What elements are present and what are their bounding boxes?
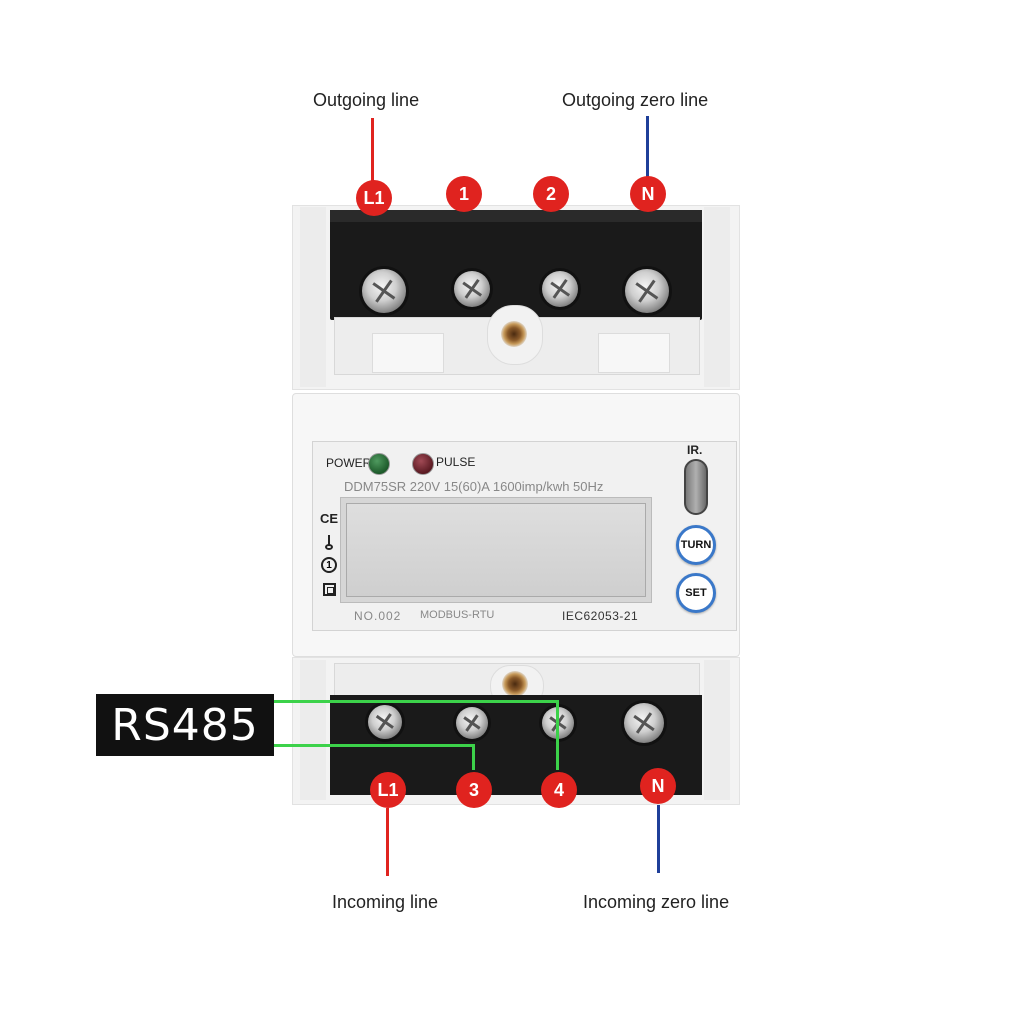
incoming-zero-line-wire	[657, 805, 660, 873]
bottom-terminal-4-badge: 4	[541, 772, 577, 808]
top-cover-tab-right	[598, 333, 670, 373]
outgoing-zero-line-wire	[646, 116, 649, 182]
set-button[interactable]: SET	[676, 573, 716, 613]
bottom-screw-n	[624, 703, 664, 743]
standard-label: IEC62053-21	[562, 609, 639, 623]
top-screw-2	[542, 271, 578, 307]
rs485-label-box: RS485	[96, 694, 274, 756]
incoming-zero-line-caption: Incoming zero line	[583, 892, 730, 912]
rs485-line-b-horizontal	[272, 744, 475, 747]
rs485-line-b-vertical	[472, 744, 475, 770]
upper-side-right	[704, 207, 730, 387]
bottom-terminal-n-badge: N	[640, 768, 676, 804]
meter-body: POWER PULSE DDM75SR 220V 15(60)A 1600imp…	[292, 205, 740, 805]
protocol-label: MODBUS-RTU	[420, 609, 495, 621]
ir-window	[684, 459, 708, 515]
bottom-seal-hole	[502, 671, 528, 697]
top-screw-l1	[362, 269, 406, 313]
top-screw-1	[454, 271, 490, 307]
bottom-terminal-3-badge: 3	[456, 772, 492, 808]
top-terminal-2-badge: 2	[533, 176, 569, 212]
earth-symbol-icon	[324, 535, 334, 551]
incoming-line-caption: Incoming line	[332, 892, 439, 912]
spec-line: DDM75SR 220V 15(60)A 1600imp/kwh 50Hz	[344, 479, 604, 494]
lower-side-right	[704, 660, 730, 800]
rs485-label: RS485	[111, 699, 259, 751]
lower-side-left	[300, 660, 326, 800]
top-cover-tab-left	[372, 333, 444, 373]
pulse-led	[412, 453, 434, 475]
class-mark-icon: 1	[321, 557, 337, 573]
top-terminal-lip	[330, 210, 702, 222]
class-mark-label: 1	[326, 559, 332, 571]
bottom-screw-l1	[368, 705, 402, 739]
upper-side-left	[300, 207, 326, 387]
bottom-terminal-l1-badge: L1	[370, 772, 406, 808]
lcd-display	[346, 503, 646, 597]
pulse-label: PULSE	[436, 455, 476, 469]
rs485-line-a-horizontal	[272, 700, 559, 703]
double-insulation-icon	[323, 583, 336, 596]
top-screw-n	[625, 269, 669, 313]
serial-number: NO.002	[354, 609, 402, 623]
bottom-screw-3	[456, 707, 488, 739]
top-terminal-l1-badge: L1	[356, 180, 392, 216]
outgoing-line-wire	[371, 118, 374, 182]
rs485-line-a-vertical	[556, 700, 559, 770]
ir-label: IR.	[687, 443, 703, 457]
top-terminal-n-badge: N	[630, 176, 666, 212]
top-terminal-1-badge: 1	[446, 176, 482, 212]
power-led	[368, 453, 390, 475]
top-seal-hole	[501, 321, 527, 347]
turn-button[interactable]: TURN	[676, 525, 716, 565]
power-label: POWER	[326, 456, 372, 470]
incoming-line-wire	[386, 808, 389, 876]
outgoing-zero-line-caption: Outgoing zero line	[562, 90, 709, 110]
outgoing-line-caption: Outgoing line	[313, 90, 420, 110]
ce-mark: CE	[320, 511, 339, 526]
